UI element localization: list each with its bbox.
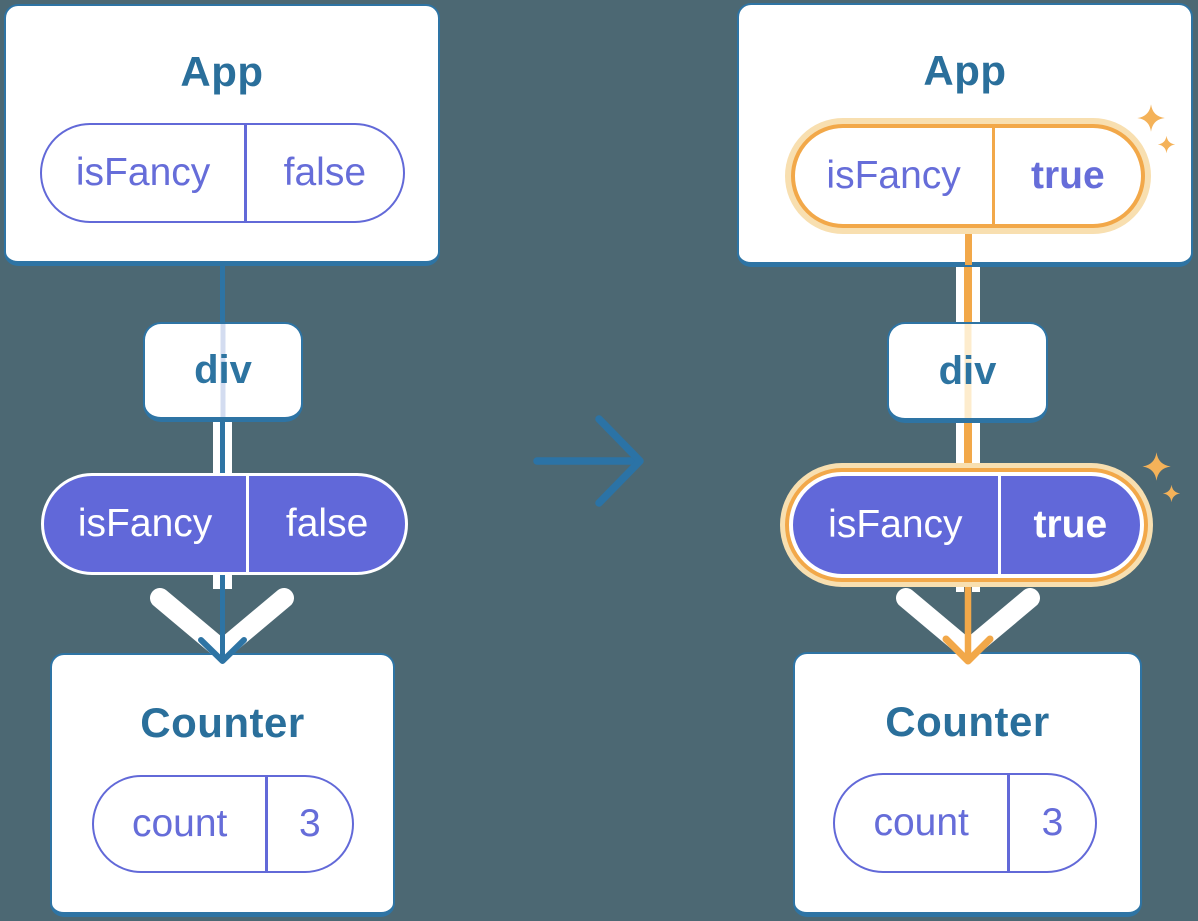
- right-prop-pipe-lower: [956, 419, 980, 479]
- left-prop-flow-chevron-icon: [150, 573, 294, 664]
- state-name: count: [873, 801, 969, 844]
- sparkle-icon: [1162, 484, 1181, 503]
- state-name: count: [131, 802, 228, 845]
- state-value: 3: [299, 802, 321, 845]
- left-passed-prop-pill: isFancy false: [41, 473, 408, 575]
- prop-value: true: [1031, 154, 1105, 197]
- left-counter-title: Counter: [140, 699, 305, 746]
- right-counter-state-pill: count 3: [833, 773, 1097, 873]
- right-app-title: App: [923, 47, 1007, 94]
- right-prop-flow-chevron-icon: [896, 578, 1040, 665]
- right-passed-prop-pill: isFancy true: [789, 472, 1144, 578]
- left-app-title: App: [180, 48, 264, 95]
- prop-value: true: [1033, 503, 1108, 546]
- prop-name: isFancy: [828, 503, 963, 546]
- left-div-card: div: [143, 322, 303, 422]
- prop-name: isFancy: [826, 154, 961, 197]
- prop-name: isFancy: [75, 151, 211, 194]
- right-prop-through-line: [964, 324, 971, 418]
- sparkle-icon: [1157, 135, 1176, 154]
- left-div-label: div: [194, 348, 252, 392]
- right-div-label: div: [938, 348, 997, 393]
- right-app-prop-thread: [964, 233, 972, 265]
- left-prop-through-line: [220, 324, 226, 417]
- right-counter-title: Counter: [885, 698, 1050, 745]
- arrow-right-icon: [533, 415, 644, 507]
- right-div-card: div: [887, 322, 1048, 423]
- right-app-prop-pill: isFancy true: [791, 124, 1145, 228]
- pill-divider: [246, 476, 250, 572]
- prop-value: false: [283, 151, 367, 194]
- sparkle-icon: [1142, 452, 1171, 481]
- left-prop-pipe: [213, 418, 232, 478]
- left-edge-app-div: [219, 262, 225, 324]
- left-app-prop-pill: isFancy false: [40, 123, 405, 223]
- sparkle-icon: [1137, 104, 1165, 132]
- pill-divider: [997, 476, 1001, 574]
- prop-name: isFancy: [77, 502, 213, 545]
- prop-value: false: [285, 502, 369, 545]
- pill-divider: [265, 777, 268, 871]
- pill-divider: [244, 125, 247, 221]
- pill-divider: [1007, 775, 1010, 871]
- left-counter-state-pill: count 3: [92, 775, 354, 873]
- pill-divider: [992, 128, 995, 224]
- state-value: 3: [1041, 801, 1064, 844]
- right-prop-pipe-upper: [956, 264, 980, 324]
